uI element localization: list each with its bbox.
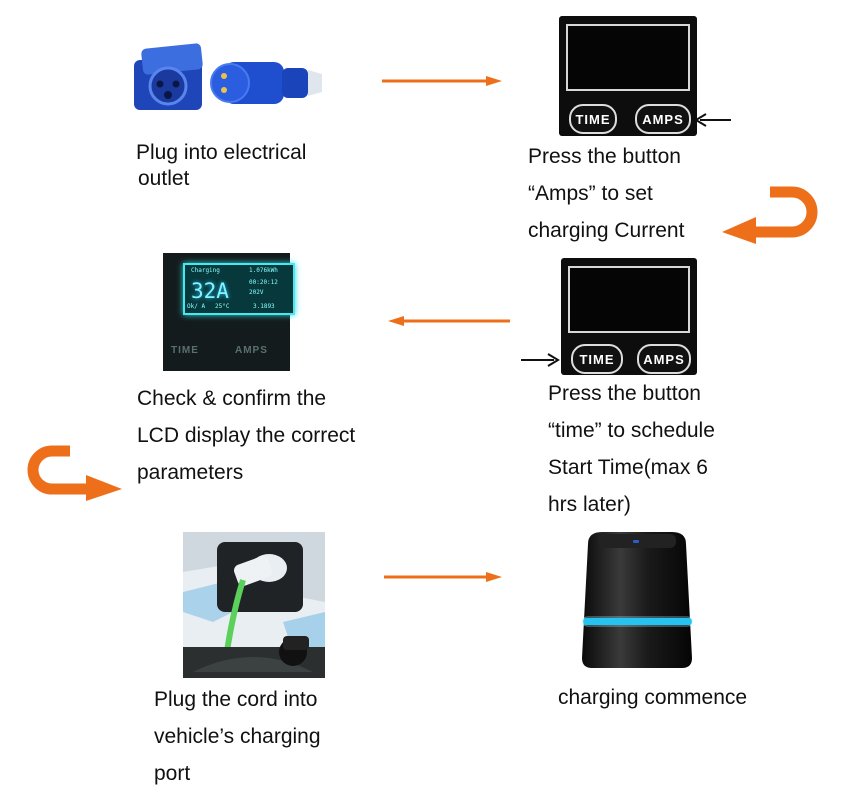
step4-line-3: Start Time(max 6 <box>548 456 708 479</box>
step4-line-4: hrs later) <box>548 493 631 516</box>
step3-line-3: parameters <box>137 461 244 484</box>
step5-line-2: vehicle’s charging <box>154 725 321 748</box>
panel-screen <box>566 24 690 91</box>
step2-line-3: charging Current <box>528 219 685 242</box>
car-charging-port-icon <box>183 532 325 678</box>
step4-line-2: “time” to schedule <box>548 419 715 442</box>
flow-arrow-right-1 <box>382 76 502 86</box>
step2-line-1: Press the button <box>528 145 681 168</box>
step3-caption: Check & confirm the LCD display the corr… <box>137 380 355 491</box>
panel-screen-2 <box>568 266 690 333</box>
lcd-glass: Charging 1.076kWh 32A 00:20:12 202V Ok/ … <box>183 263 295 315</box>
pointer-arrow-icon-2 <box>521 353 560 367</box>
step1-caption: Plug into electrical outlet <box>136 140 306 192</box>
step5-caption: Plug the cord into vehicle’s charging po… <box>154 681 321 792</box>
step2-caption: Press the button “Amps” to set charging … <box>528 138 684 249</box>
step2-line-2: “Amps” to set <box>528 182 653 205</box>
amps-button-2: AMPS <box>637 344 691 374</box>
u-turn-arrow-right <box>722 186 818 244</box>
lcd-temperature: 25°C <box>215 303 230 310</box>
step3-line-1: Check & confirm the <box>137 387 327 410</box>
lcd-display-image: Charging 1.076kWh 32A 00:20:12 202V Ok/ … <box>163 253 295 371</box>
step4-line-1: Press the button <box>548 382 701 405</box>
pointer-arrow-icon <box>694 113 731 127</box>
lcd-mode: Charging <box>191 267 220 274</box>
step6-line-1: charging commence <box>558 686 748 709</box>
step1-line-2: outlet <box>138 167 190 190</box>
lcd-voltage: 202V <box>249 289 264 296</box>
lcd-temp-prefix: Ok/ A <box>187 303 206 310</box>
step6-caption: charging commence <box>558 679 747 716</box>
industrial-plug-icon <box>134 43 322 110</box>
step1-line-1: Plug into electrical <box>136 141 307 164</box>
control-panel-image: TIME AMPS <box>559 16 697 136</box>
time-button: TIME <box>569 104 617 134</box>
step5-line-1: Plug the cord into <box>154 688 318 711</box>
time-button-2: TIME <box>571 344 623 374</box>
lcd-current: 32A <box>191 279 229 303</box>
lcd-energy: 1.076kWh <box>249 267 278 274</box>
ev-charger-icon <box>582 532 693 668</box>
lcd-cost: 3.1893 <box>253 303 275 310</box>
lcd-amps-label: AMPS <box>235 345 268 356</box>
control-panel-image-2: TIME AMPS <box>561 258 697 375</box>
step4-caption: Press the button “time” to schedule Star… <box>548 375 715 523</box>
lcd-time-label: TIME <box>171 345 199 356</box>
u-turn-arrow-left <box>27 445 122 501</box>
flow-arrow-right-2 <box>384 572 502 582</box>
flow-arrow-left <box>388 316 510 326</box>
step5-line-3: port <box>154 762 191 785</box>
amps-button: AMPS <box>635 104 691 134</box>
lcd-duration: 00:20:12 <box>249 279 278 286</box>
step3-line-2: LCD display the correct <box>137 424 356 447</box>
